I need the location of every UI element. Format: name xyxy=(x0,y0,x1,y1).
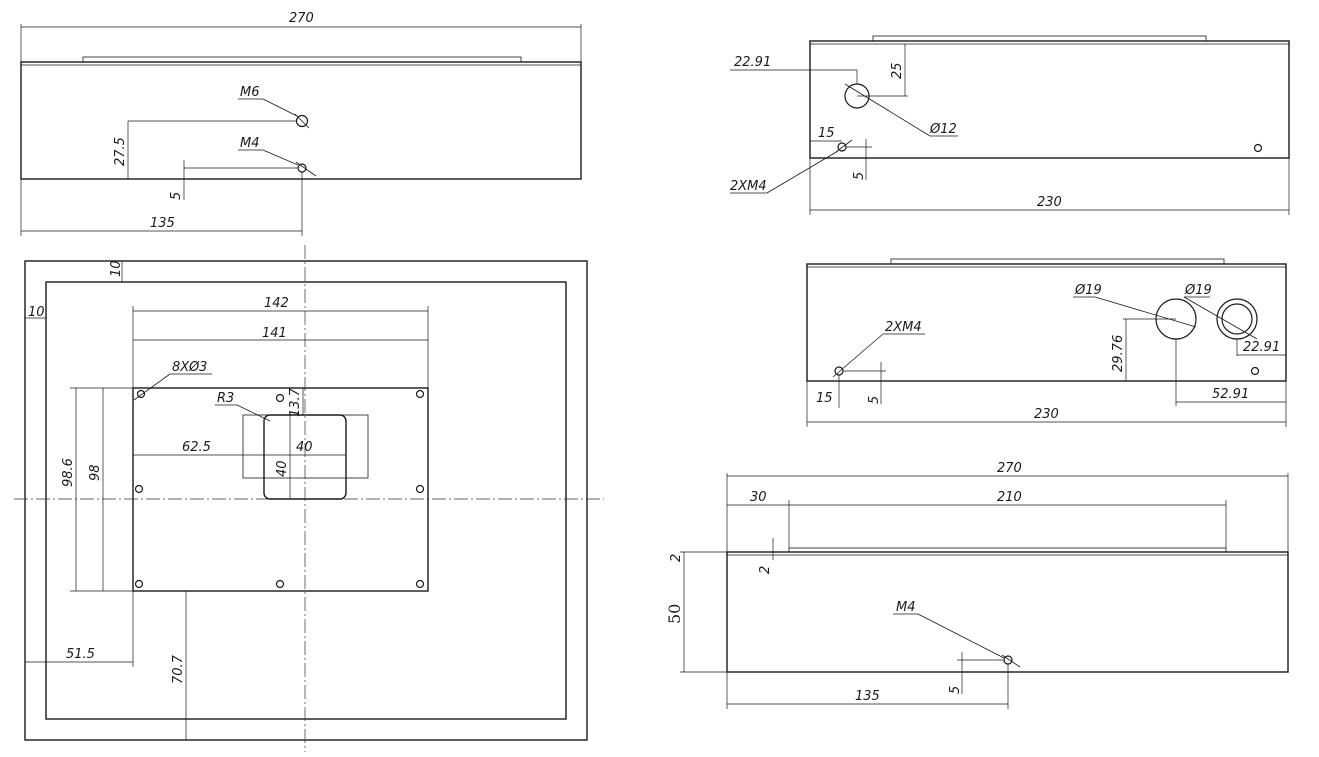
lid-outline xyxy=(82,56,522,63)
hole-label: 2XM4 xyxy=(730,179,767,194)
dim-label: 22.91 xyxy=(734,55,771,70)
lid-outline xyxy=(890,258,1225,265)
dim-label: 70.7 xyxy=(171,654,186,684)
hole-label: 2XM4 xyxy=(885,320,922,335)
dim-label: 27.5 xyxy=(113,137,128,166)
dim-label: 22.91 xyxy=(1243,340,1280,355)
dim-label: 15 xyxy=(818,126,835,141)
dim-label: 40 xyxy=(275,460,290,477)
dim-label: 98 xyxy=(88,464,103,481)
dim-label: 5 xyxy=(948,686,963,694)
dim-label: 62.5 xyxy=(182,440,211,455)
view-side-b: Ø19 Ø19 22.91 29.76 52.91 2XM4 15 5 xyxy=(806,258,1287,427)
dim-label: 5 xyxy=(852,172,867,180)
dim-label: 10 xyxy=(109,260,124,277)
dim-label: 40 xyxy=(296,440,313,455)
housing-outline xyxy=(726,551,1289,673)
dim-label: 270 xyxy=(997,461,1022,476)
dim-label: 29.76 xyxy=(1111,335,1126,372)
view-side-a: Ø12 22.91 25 2XM4 15 5 230 xyxy=(730,35,1290,215)
dim-label: 5 xyxy=(867,396,882,404)
dim-label: 135 xyxy=(150,216,175,231)
dim-label: 52.91 xyxy=(1212,387,1249,402)
mounting-plate xyxy=(132,387,429,592)
dia-label: Ø12 xyxy=(929,122,957,137)
dim-label: 210 xyxy=(997,490,1022,505)
dim-label: 2 xyxy=(669,554,684,562)
outer-wall xyxy=(24,260,588,741)
dim-label: 98.6 xyxy=(61,458,76,487)
lid-outline xyxy=(788,547,1227,553)
housing-outline xyxy=(806,263,1287,382)
hole-label: M6 xyxy=(240,85,260,100)
hole-label: 8XØ3 xyxy=(172,360,207,375)
hole-label: M4 xyxy=(896,600,916,615)
view-top-left: 270 M6 M4 27.5 5 135 xyxy=(20,11,582,236)
dim-label: 51.5 xyxy=(66,647,95,662)
lid-outline xyxy=(872,35,1207,42)
dia-label: Ø19 xyxy=(1074,283,1102,298)
dim-label: 25 xyxy=(890,62,905,79)
m6-hole xyxy=(295,114,309,128)
dim-label: 142 xyxy=(264,296,289,311)
dim-label: 13.7 xyxy=(288,387,303,417)
dim-label: 270 xyxy=(289,11,314,26)
view-plan: 10 10 142 141 8XØ3 R3 13.7 xyxy=(14,245,604,752)
view-front: 270 30 210 2 2 50 M4 5 135 xyxy=(665,461,1289,709)
radius-label: R3 xyxy=(217,391,234,406)
dim-label: 141 xyxy=(262,326,287,341)
dim-label: 50 xyxy=(665,604,684,624)
hole-label: M4 xyxy=(240,136,260,151)
dim-label: 230 xyxy=(1034,407,1059,422)
dim-label: 30 xyxy=(750,490,767,505)
inner-wall xyxy=(45,281,567,720)
dim-label: 15 xyxy=(816,391,833,406)
dia-label: Ø19 xyxy=(1184,283,1212,298)
dim-label: 2 xyxy=(758,566,773,574)
dim-label: 5 xyxy=(169,192,184,200)
dim-label: 135 xyxy=(855,689,880,704)
dim-label: 230 xyxy=(1037,195,1062,210)
window-cutout xyxy=(263,414,347,500)
dim-label: 10 xyxy=(28,305,45,320)
housing-outline xyxy=(809,40,1290,159)
